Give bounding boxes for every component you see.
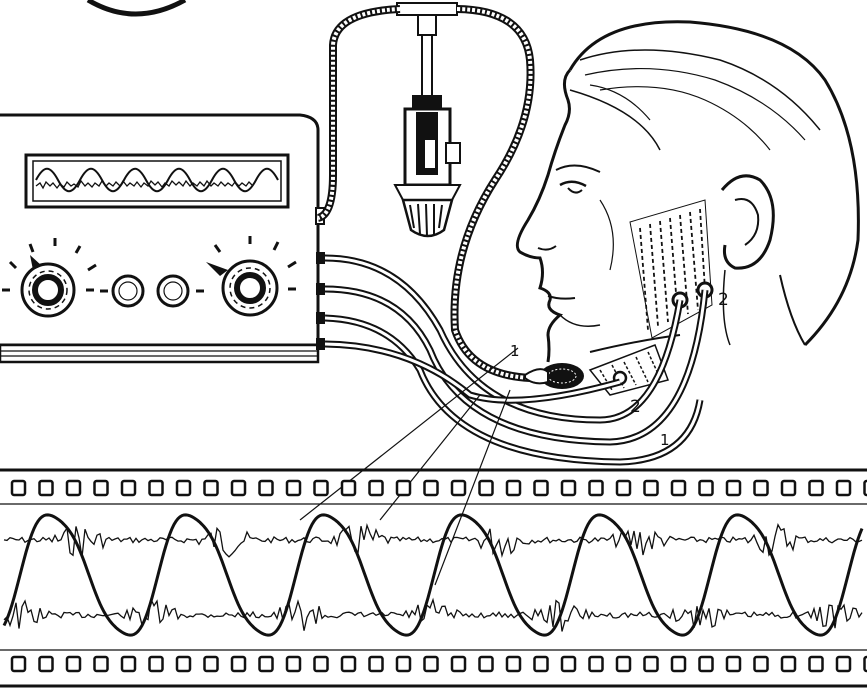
label-2-jaw: 2 xyxy=(630,397,641,417)
sprocket-hole xyxy=(782,481,795,495)
sprocket-hole xyxy=(645,481,658,495)
sprocket-hole xyxy=(260,481,273,495)
sprocket-hole xyxy=(507,657,520,671)
sprocket-hole xyxy=(425,657,438,671)
sprocket-hole xyxy=(617,657,630,671)
sprocket-hole xyxy=(810,481,823,495)
sprocket-hole xyxy=(287,657,300,671)
sprocket-hole xyxy=(205,657,218,671)
sprocket-hole xyxy=(507,481,520,495)
sprocket-hole xyxy=(727,481,740,495)
sprocket-hole xyxy=(590,657,603,671)
sprocket-hole xyxy=(397,481,410,495)
sprocket-holes-bottom xyxy=(12,657,867,671)
sprocket-hole xyxy=(40,481,53,495)
sprocket-hole xyxy=(315,481,328,495)
sprocket-hole xyxy=(727,657,740,671)
sprocket-hole xyxy=(755,481,768,495)
sprocket-holes-top xyxy=(12,481,867,495)
button-icon-left xyxy=(113,276,143,306)
sprocket-hole xyxy=(535,657,548,671)
sprocket-hole xyxy=(837,481,850,495)
sprocket-hole xyxy=(810,657,823,671)
sprocket-hole xyxy=(67,481,80,495)
sprocket-hole xyxy=(397,657,410,671)
sprocket-hole xyxy=(232,481,245,495)
sprocket-hole xyxy=(95,481,108,495)
device-base-stripe xyxy=(0,345,318,362)
sprocket-hole xyxy=(287,481,300,495)
sprocket-hole xyxy=(370,481,383,495)
sprocket-hole xyxy=(12,657,25,671)
sprocket-hole xyxy=(617,481,630,495)
sprocket-hole xyxy=(342,657,355,671)
sprocket-hole xyxy=(370,657,383,671)
sprocket-hole xyxy=(177,481,190,495)
sprocket-hole xyxy=(452,657,465,671)
sprocket-hole xyxy=(837,657,850,671)
oscilloscope-screen xyxy=(26,155,288,207)
sprocket-hole xyxy=(95,657,108,671)
lower-emg-trace xyxy=(4,599,862,631)
sprocket-hole xyxy=(480,481,493,495)
sprocket-hole xyxy=(12,481,25,495)
sprocket-hole xyxy=(645,657,658,671)
sprocket-hole xyxy=(782,657,795,671)
sprocket-hole xyxy=(177,657,190,671)
sprocket-hole xyxy=(672,657,685,671)
sprocket-hole xyxy=(700,657,713,671)
recording-device xyxy=(0,115,325,362)
sprocket-hole xyxy=(700,481,713,495)
top-dial-edge xyxy=(88,0,185,14)
sprocket-hole xyxy=(480,657,493,671)
sprocket-hole xyxy=(535,481,548,495)
sprocket-hole xyxy=(315,657,328,671)
sprocket-hole xyxy=(150,657,163,671)
upper-emg-trace xyxy=(4,525,862,558)
sprocket-hole xyxy=(67,657,80,671)
sprocket-hole xyxy=(232,657,245,671)
sprocket-hole xyxy=(205,481,218,495)
sprocket-hole xyxy=(40,657,53,671)
label-1-top: 1 xyxy=(510,342,520,360)
sprocket-hole xyxy=(672,481,685,495)
sprocket-hole xyxy=(122,657,135,671)
sprocket-hole xyxy=(755,657,768,671)
sprocket-hole xyxy=(342,481,355,495)
sine-trace xyxy=(4,515,862,635)
sprocket-hole xyxy=(590,481,603,495)
button-icon-right xyxy=(158,276,188,306)
sprocket-hole xyxy=(562,657,575,671)
film-strip xyxy=(0,470,867,686)
label-1-bottom: 1 xyxy=(660,431,670,449)
sprocket-hole xyxy=(122,481,135,495)
ear xyxy=(722,176,773,268)
sprocket-hole xyxy=(150,481,163,495)
sprocket-hole xyxy=(452,481,465,495)
sprocket-hole xyxy=(425,481,438,495)
label-2-cheek: 2 xyxy=(718,290,729,310)
microphone xyxy=(395,3,460,236)
mic-tube-right xyxy=(455,9,531,378)
sprocket-hole xyxy=(562,481,575,495)
sprocket-hole xyxy=(260,657,273,671)
mic-tube-left xyxy=(318,9,400,218)
